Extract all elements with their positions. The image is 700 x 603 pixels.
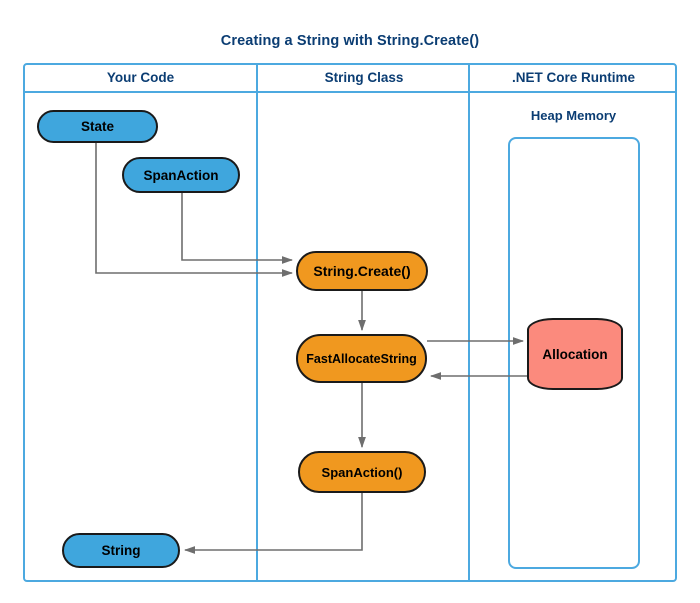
- lane-divider-2: [468, 63, 470, 582]
- node-string-create[interactable]: String.Create(): [296, 251, 428, 291]
- node-allocation[interactable]: Allocation: [527, 318, 623, 390]
- node-state[interactable]: State: [37, 110, 158, 143]
- heap-memory-label: Heap Memory: [530, 108, 617, 123]
- node-spanaction-call[interactable]: SpanAction(): [298, 451, 426, 493]
- node-spanaction[interactable]: SpanAction: [122, 157, 240, 193]
- lane-header-dotnet-core-runtime: .NET Core Runtime: [511, 70, 635, 85]
- swimlane-header-row: [23, 63, 677, 93]
- heap-memory-container: [508, 137, 640, 569]
- lane-divider-1: [256, 63, 258, 582]
- page-title: Creating a String with String.Create(): [220, 33, 480, 49]
- node-fastallocatestring[interactable]: FastAllocateString: [296, 334, 427, 383]
- lane-header-string-class: String Class: [324, 70, 404, 85]
- node-string[interactable]: String: [62, 533, 180, 568]
- lane-header-your-code: Your Code: [106, 70, 175, 85]
